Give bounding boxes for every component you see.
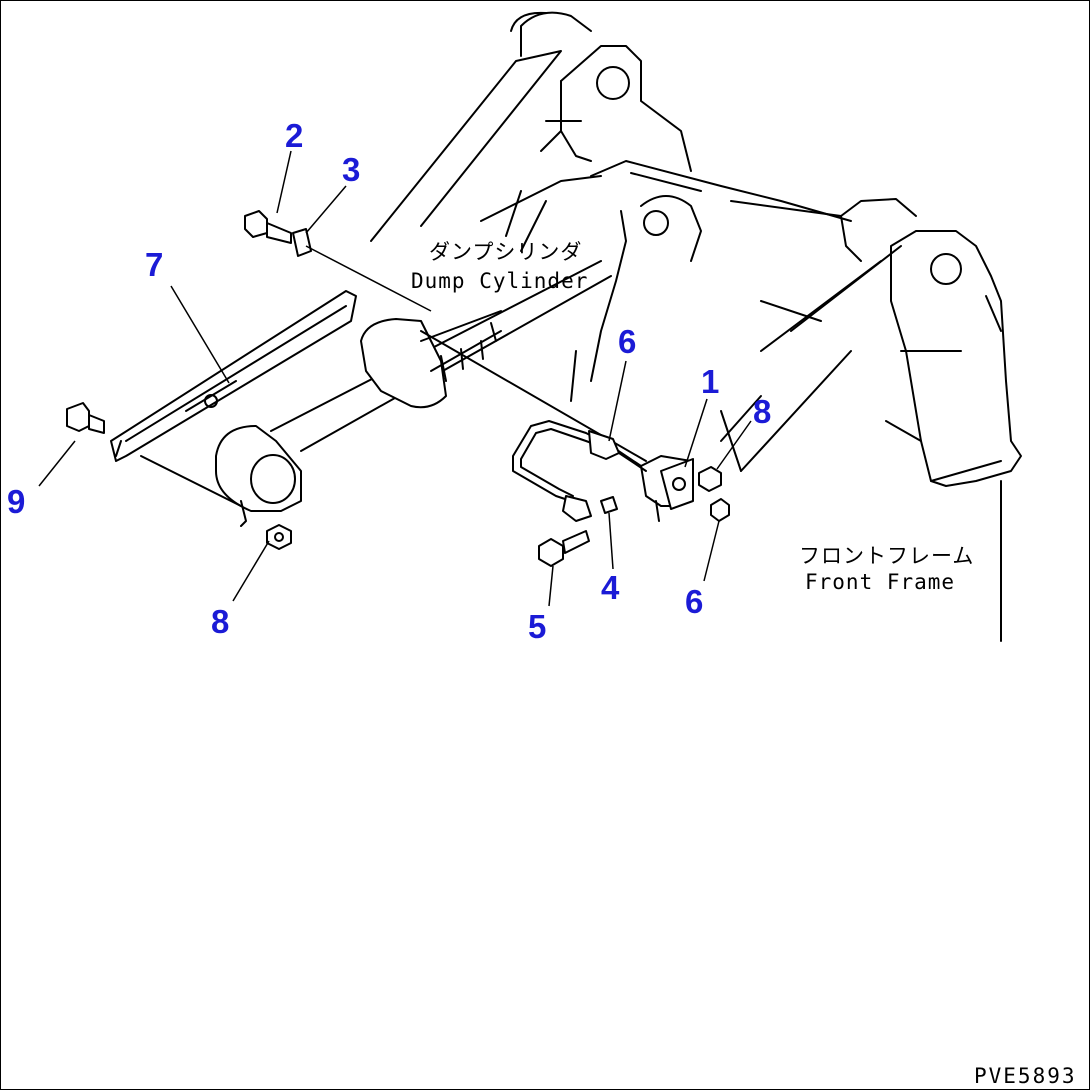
bolt-2-part [244,210,292,244]
washer-3-part [292,228,432,312]
callout-3: 3 [342,151,360,188]
dump-cylinder-drawing [140,260,612,527]
callout-8-right: 8 [753,393,771,430]
nut-8-right-part [698,466,722,492]
bolt-9-part [66,402,105,434]
leader-lines [38,150,752,607]
dump-cylinder-jp-label: ダンプシリンダ [429,240,582,264]
callout-5: 5 [528,608,546,645]
nut-8-left-part [266,524,292,550]
wire-harness-part [512,420,647,522]
nut-6-right-part [710,498,730,522]
switch-assy-part [420,330,694,522]
front-frame-en-label: Front Frame [805,570,955,594]
drawing-code: PVE5893 [974,1064,1077,1088]
callout-2: 2 [285,117,303,154]
callout-7: 7 [145,246,163,283]
callout-8-left: 8 [211,603,229,640]
bracket-bar-part [110,290,357,462]
callout-4: 4 [601,569,620,606]
callout-6-bottom: 6 [685,583,703,620]
callout-1: 1 [701,363,719,400]
front-frame-drawing [370,11,1022,642]
dump-cylinder-en-label: Dump Cylinder [411,269,588,293]
bolt-5-part [538,530,590,567]
callout-6-top: 6 [618,323,636,360]
clip-4-part [600,496,618,514]
callout-9: 9 [7,483,25,520]
front-frame-jp-label: フロントフレーム [799,544,974,568]
